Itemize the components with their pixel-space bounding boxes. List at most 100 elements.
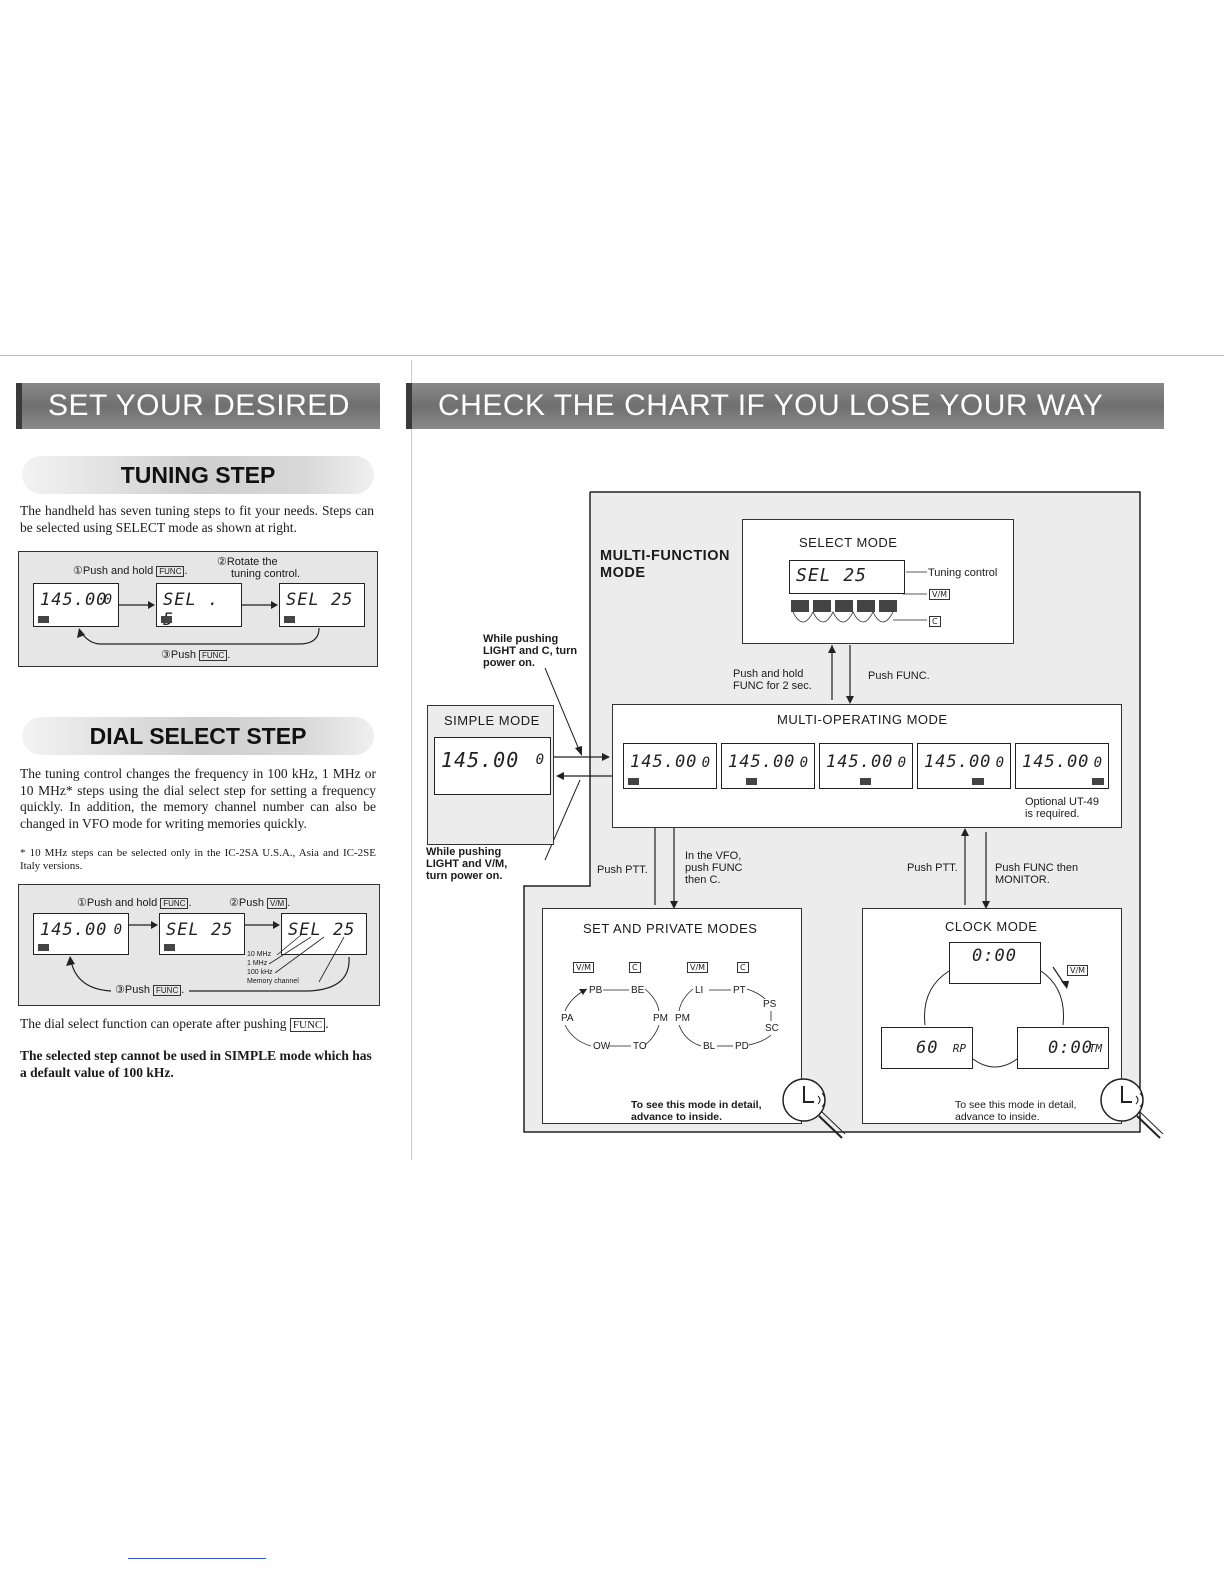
dial-select-heading: DIAL SELECT STEP: [22, 717, 374, 755]
func-key: FUNC: [289, 1017, 326, 1032]
lcd-channel: 0: [995, 755, 1004, 771]
dial-arrows: [66, 921, 350, 992]
magnifier-clock-icon: [1100, 1078, 1164, 1139]
private-item-sc: SC: [765, 1023, 779, 1034]
select-mode-leaders: [792, 571, 927, 623]
c-key: C: [629, 962, 641, 973]
tuning-lcd-freq: 145.00 0: [33, 583, 119, 627]
lcd-channel: 0: [103, 592, 112, 608]
lcd-channel: 0: [701, 755, 710, 771]
func-key: FUNC: [153, 984, 182, 996]
private-item-bl: BL: [703, 1041, 716, 1052]
lcd-indicator-icon: [38, 944, 49, 951]
set-item-ow: OW: [593, 1041, 611, 1052]
clock-mode-title: CLOCK MODE: [945, 919, 1038, 934]
lcd-clock-mode: TM: [1088, 1042, 1102, 1055]
lcd-frequency: 145.00: [441, 748, 520, 772]
multi-operating-title: MULTI-OPERATING MODE: [777, 712, 948, 727]
tuning-step2a-label: ②Rotate the: [217, 556, 278, 568]
lcd-frequency: 145.00: [924, 752, 992, 772]
tuning-control-label: Tuning control: [928, 567, 998, 579]
right-banner: CHECK THE CHART IF YOU LOSE YOUR WAY: [406, 383, 1164, 429]
c-key: C: [929, 616, 941, 627]
lcd-indicator-icon: [628, 778, 639, 785]
set-private-title: SET AND PRIVATE MODES: [583, 921, 758, 936]
lcd-frequency: 145.00: [40, 920, 108, 940]
lcd-indicator-icon: [1092, 778, 1104, 785]
lcd-channel: 0: [1093, 755, 1102, 771]
private-item-pd: PD: [735, 1041, 749, 1052]
push-func-label: Push FUNC.: [868, 670, 930, 682]
select-mode-key-row: [791, 600, 901, 612]
annotation-100khz: 100 kHz: [247, 969, 273, 976]
tuning-step-heading: TUNING STEP: [22, 456, 374, 494]
lcd-frequency: 145.00: [728, 752, 796, 772]
func-key: FUNC: [199, 649, 228, 661]
multi-operating-box: MULTI-OPERATING MODE 145.00 0 145.00 0 1…: [612, 704, 1122, 828]
simple-mode-lcd: 145.00 0: [434, 737, 551, 795]
annotation-memory-channel: Memory channel: [247, 978, 299, 985]
tuning-diagram: ①Push and hold FUNC. ②Rotate the tuning …: [18, 551, 378, 667]
lcd-channel: 0: [799, 755, 808, 771]
dial-lcd-freq: 145.00 0: [33, 913, 129, 955]
set-item-pb: PB: [589, 985, 603, 996]
multi-op-lcd-4: 145.00 0: [917, 743, 1011, 789]
set-item-pm: PM: [653, 1013, 668, 1024]
set-item-pa: PA: [561, 1013, 574, 1024]
simple-mode-title: SIMPLE MODE: [444, 713, 540, 728]
private-item-li: LI: [695, 985, 704, 996]
tuning-step2b-label: tuning control.: [231, 568, 301, 580]
lcd-frequency: 145.00: [1022, 752, 1090, 772]
select-mode-title: SELECT MODE: [799, 535, 898, 550]
tuning-step3-label: ③Push: [161, 649, 196, 661]
dial-bold-note: The selected step cannot be used in SIMP…: [20, 1048, 372, 1080]
vm-key: V/M: [1067, 965, 1089, 976]
lcd-frequency: 145.00: [630, 752, 698, 772]
lcd-indicator-icon: [284, 616, 295, 623]
dial-lcd-sel25-blink: SEL 25: [281, 913, 367, 955]
dial-step1-label: ①Push and hold: [77, 897, 158, 909]
clock-mode-footer: To see this mode in detail, advance to i…: [955, 1099, 1077, 1123]
dial-select-footnote: * 10 MHz steps can be selected only in t…: [20, 847, 376, 872]
while-pushing-light-vm: While pushing LIGHT and V/M, turn power …: [426, 846, 508, 882]
lcd-channel: 0: [897, 755, 906, 771]
lcd-indicator-icon: [161, 616, 172, 623]
annotation-1mhz: 1 MHz: [247, 960, 268, 967]
func-key: FUNC: [160, 897, 189, 909]
lcd-channel: 0: [113, 922, 122, 938]
dial-select-paragraph: The tuning control changes the frequency…: [20, 766, 376, 831]
clock-mode-box: CLOCK MODE 0:00 V/M 60 RP 0:00 TM To see…: [862, 908, 1122, 1124]
lcd-frequency: 145.00: [826, 752, 894, 772]
set-private-footer: To see this mode in detail, advance to i…: [631, 1099, 762, 1123]
multi-op-lcd-5: 145.00 0: [1015, 743, 1109, 789]
lcd-clock: 0:00: [972, 946, 1017, 966]
dial-step2-label: ②Push: [229, 897, 264, 909]
magnifier-clock-icon: [782, 1078, 846, 1139]
tuning-lcd-sel5: SEL . 5: [156, 583, 242, 630]
vm-key: V/M: [929, 589, 951, 600]
lcd-indicator-icon: [38, 616, 49, 623]
multi-op-lcd-1: 145.00 0: [623, 743, 717, 789]
lcd-select: SEL 25: [288, 920, 356, 940]
lcd-clock: 60: [916, 1038, 939, 1058]
set-item-be: BE: [631, 985, 645, 996]
lcd-indicator-icon: [860, 778, 871, 785]
multi-op-lcd-2: 145.00 0: [721, 743, 815, 789]
clock-lcd-left: 60 RP: [881, 1027, 973, 1069]
select-mode-lcd: SEL 25: [789, 560, 905, 594]
c-key: C: [737, 962, 749, 973]
private-item-pm: PM: [675, 1013, 690, 1024]
clock-lcd-top: 0:00: [949, 942, 1041, 984]
lcd-clock: 0:00: [1048, 1038, 1093, 1058]
select-mode-box: SELECT MODE SEL 25 Tuning control V/M C: [742, 519, 1014, 644]
tuning-arrows: [77, 601, 320, 645]
lcd-clock-mode: RP: [952, 1042, 966, 1055]
vm-key: V/M: [573, 962, 595, 973]
set-private-rings: [564, 988, 772, 1047]
while-pushing-light-c: While pushing LIGHT and C, turn power on…: [483, 633, 578, 669]
optional-ut49-note: Optional UT-49 is required.: [1025, 796, 1099, 820]
multi-function-mode-label: MULTI-FUNCTION MODE: [600, 548, 730, 581]
multi-op-lcd-3: 145.00 0: [819, 743, 913, 789]
push-ptt-left-label: Push PTT.: [597, 864, 648, 876]
set-item-to: TO: [633, 1041, 647, 1052]
